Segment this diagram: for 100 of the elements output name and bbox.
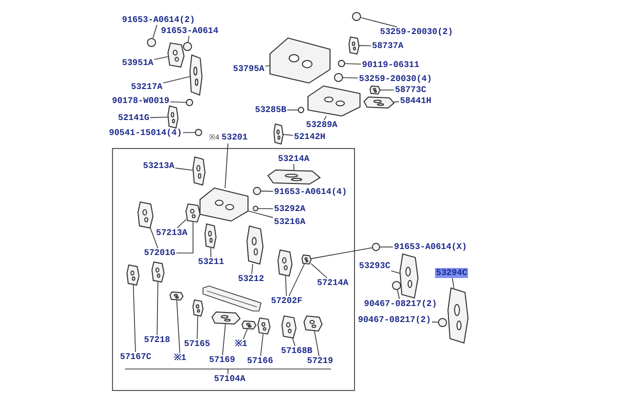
leader-line [342, 77, 358, 78]
part-number: 91653-A0614 [160, 26, 220, 36]
part-number: 53259-20030(2) [379, 27, 454, 37]
part-number: 57167C [119, 352, 152, 362]
fastener-circle [253, 206, 258, 211]
part-number: 90467-08217(2) [357, 315, 432, 325]
part-drawing [370, 86, 380, 94]
leader-line [242, 328, 248, 340]
leader-line [360, 17, 398, 28]
cover-drawing [308, 86, 360, 116]
leader-line [258, 208, 274, 210]
leader-line [380, 246, 394, 248]
part-drawing [349, 37, 359, 54]
part-drawing [302, 255, 311, 264]
part-number: 53259-20030(4) [358, 74, 433, 84]
part-number: 91653-A0614(2) [121, 15, 196, 25]
fastener-circle [147, 38, 156, 47]
leader-line [452, 278, 454, 288]
leader-line [150, 116, 168, 118]
part-drawing [193, 300, 203, 316]
part-number: 52141G [117, 113, 150, 123]
leader-line [150, 228, 158, 248]
part-number: 53289A [305, 120, 338, 130]
part-number: 57214A [316, 278, 350, 288]
leader-line [260, 334, 264, 356]
leader-line [344, 63, 362, 64]
part-number: 53217A [130, 82, 164, 92]
part-number: 53214A [277, 154, 310, 164]
leader-line [432, 322, 438, 323]
leader-line [182, 132, 196, 134]
part-drawing [127, 265, 139, 285]
leader-line [292, 338, 296, 346]
leader-line [188, 36, 190, 42]
part-number: 53795A [232, 64, 266, 74]
leader-line [390, 270, 400, 274]
leader-line [251, 264, 254, 274]
part-number: 57213A [155, 228, 188, 238]
part-number: 58773C [394, 85, 428, 95]
part-number: 53213A [142, 161, 176, 171]
fastener-circle [338, 60, 345, 67]
fastener-circle [334, 73, 343, 82]
part-drawing [170, 292, 183, 300]
part-drawing [168, 106, 178, 128]
part-number: 53216A [273, 217, 306, 227]
part-number: 53951A [121, 58, 154, 68]
fastener-circle [352, 12, 361, 21]
part-number: 57104A [213, 374, 246, 384]
leader-line [152, 24, 158, 38]
leader-line [397, 290, 400, 300]
part-number: 58441H [399, 96, 432, 106]
leader-line [222, 324, 226, 356]
leader-line [224, 143, 228, 188]
part-number: 90178-W0019 [111, 96, 170, 106]
leader-line [358, 45, 372, 46]
leader-line [310, 263, 328, 278]
part-drawing [190, 55, 202, 95]
part-number: 53294C [435, 268, 468, 278]
part-number: 52142H [293, 132, 326, 142]
part-drawing [304, 316, 322, 331]
part-drawing [258, 318, 270, 334]
part-number: ※1 [173, 353, 188, 363]
part-number: 91653-A0614(X) [393, 242, 468, 252]
part-number: 57218 [143, 335, 172, 345]
part-number: ※1 [234, 339, 248, 349]
leader-line [176, 222, 194, 254]
part-number: 53201 [222, 132, 248, 142]
leader-line [210, 248, 212, 258]
part-drawing [274, 124, 283, 144]
leader-line [324, 116, 327, 120]
part-number: 57202F [270, 296, 304, 306]
fastener-circle [186, 99, 193, 106]
part-drawing [278, 250, 292, 276]
part-number: 57169 [208, 355, 236, 365]
part-number: 57201G [143, 248, 176, 258]
part-number: 57168B [280, 346, 314, 356]
leader-line [174, 168, 194, 171]
part-drawing [212, 312, 240, 324]
part-drawing [168, 43, 184, 67]
part-number: 53211 [197, 257, 226, 267]
fastener-circle [438, 318, 447, 327]
leader-line [248, 210, 274, 218]
leader-line [288, 264, 305, 296]
leader-line [310, 247, 372, 260]
part-drawing [247, 226, 263, 264]
part-drawing [242, 321, 256, 329]
leader-line [156, 282, 158, 336]
part-number: 53293C [358, 261, 392, 271]
leader-line [154, 56, 168, 60]
part-number: 90541-15014(4) [108, 128, 183, 138]
part-number: 53285B [254, 105, 288, 115]
part-number: 53212 [237, 274, 266, 284]
part-drawing [152, 262, 164, 282]
leader-line [162, 76, 190, 84]
part-drawing [364, 97, 394, 108]
fastener-circle [372, 243, 380, 251]
part-drawing [268, 170, 320, 184]
leader-line [260, 190, 274, 192]
part-drawing [448, 288, 468, 343]
part-drawing [193, 157, 205, 185]
fastener-circle [253, 187, 261, 195]
